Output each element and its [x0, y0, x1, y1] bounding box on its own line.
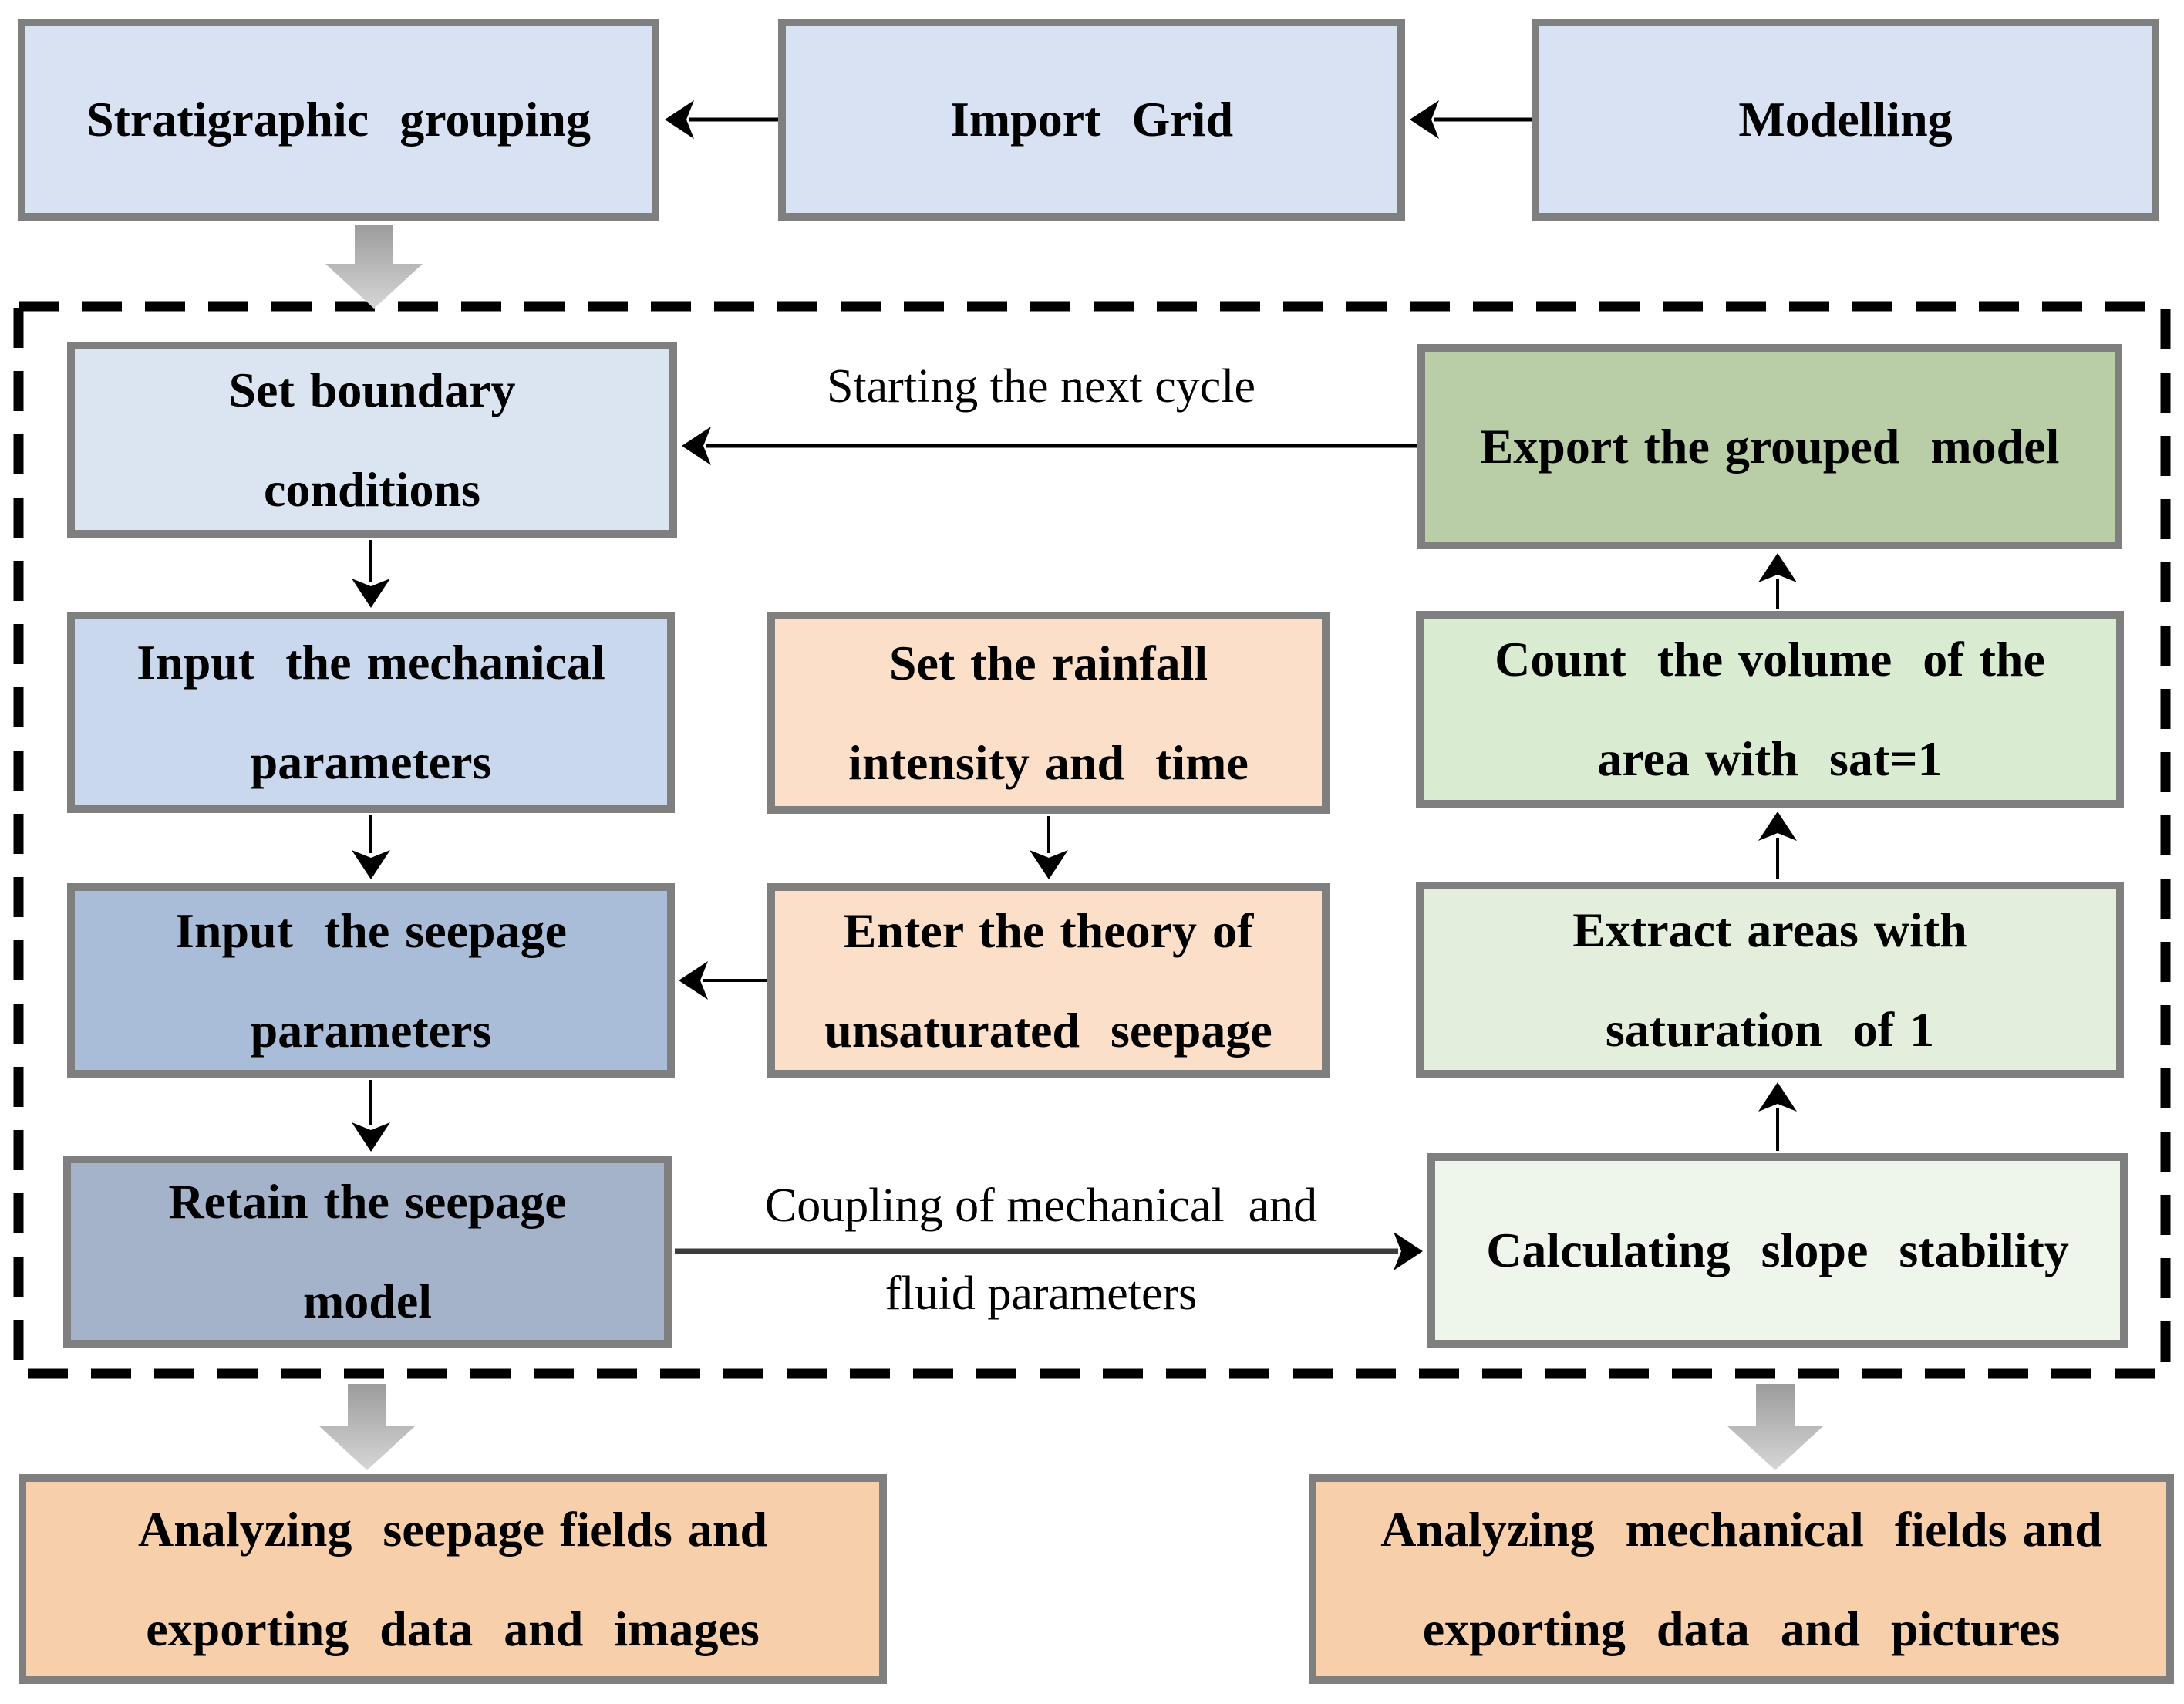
arrow-count-to-export — [1758, 553, 1797, 609]
node-set-rainfall-intensity: Set the rainfall intensity and time — [767, 612, 1330, 814]
node-label-line: Retain the seepage — [168, 1174, 567, 1230]
node-modelling: Modelling — [1532, 19, 2159, 221]
node-import-grid: Import Grid — [778, 19, 1405, 221]
node-calculating-slope-stability: Calculating slope stability — [1427, 1153, 2128, 1348]
block-arrow-loop-to-mechanical-analysis — [1727, 1384, 1824, 1470]
arrow-export-to-boundary-starting-cycle — [682, 427, 1417, 465]
node-analyzing-mechanical-fields: Analyzing mechanical fields and exportin… — [1309, 1474, 2174, 1684]
node-label-line: saturation of 1 — [1605, 1001, 1935, 1057]
node-input-mechanical-parameters: Input the mechanical parameters — [67, 612, 675, 813]
node-label-line: Enter the theory of — [843, 903, 1254, 958]
arrow-mechanical-to-seepage-params — [352, 815, 390, 879]
node-input-seepage-parameters: Input the seepage parameters — [67, 883, 675, 1078]
node-label-line: Count the volume of the — [1495, 632, 2045, 687]
dashed-loop-border — [13, 301, 2171, 1379]
node-label-line: Stratigraphic grouping — [86, 92, 591, 147]
node-label-line: Export the grouped model — [1480, 419, 2060, 474]
node-label-line: Set boundary — [228, 362, 516, 417]
arrow-import-grid-to-stratigraphic — [665, 100, 778, 139]
node-label-line: parameters — [250, 1002, 492, 1058]
arrow-retain-to-calc-coupling — [675, 1232, 1423, 1270]
node-label-line: Modelling — [1738, 92, 1953, 147]
node-count-volume-sat1: Count the volume of the area with sat=1 — [1416, 611, 2124, 808]
node-label-line: Input the seepage — [174, 903, 568, 958]
label-starting-next-cycle: Starting the next cycle — [826, 360, 1256, 413]
node-label-line: Analyzing mechanical fields and — [1380, 1501, 2102, 1557]
node-analyzing-seepage-fields: Analyzing seepage fields and exporting d… — [19, 1474, 887, 1684]
node-set-boundary-conditions: Set boundary conditions — [67, 342, 677, 538]
node-label-line: Analyzing seepage fields and — [137, 1501, 768, 1557]
node-label-line: intensity and time — [848, 734, 1249, 790]
node-label-line: conditions — [264, 461, 480, 517]
node-label-line: area with sat=1 — [1597, 731, 1943, 786]
arrow-rainfall-to-theory — [1030, 816, 1068, 879]
node-label-line: exporting data and pictures — [1422, 1601, 2061, 1656]
node-label-line: Set the rainfall — [888, 635, 1208, 690]
node-retain-seepage-model: Retain the seepage model — [63, 1156, 672, 1348]
arrow-seepage-params-to-retain — [352, 1080, 390, 1152]
label-coupling-line1: Coupling of mechanical and — [764, 1179, 1318, 1232]
node-label-line: unsaturated seepage — [824, 1002, 1272, 1058]
arrow-calc-to-extract — [1758, 1082, 1797, 1151]
arrow-boundary-to-mechanical — [352, 540, 390, 608]
arrow-extract-to-count — [1758, 812, 1797, 879]
node-label-line: Calculating slope stability — [1486, 1223, 2069, 1278]
block-arrow-stratigraphic-to-loop — [325, 225, 423, 309]
block-arrow-loop-to-seepage-analysis — [318, 1384, 416, 1470]
node-stratigraphic-grouping: Stratigraphic grouping — [18, 19, 659, 221]
node-label-line: model — [302, 1274, 433, 1328]
node-label-line: parameters — [250, 734, 492, 789]
arrow-theory-to-seepage-params — [679, 961, 767, 1000]
node-label-line: Import Grid — [949, 92, 1234, 147]
arrow-modelling-to-import-grid — [1410, 100, 1532, 139]
node-label-line: Input the mechanical — [136, 635, 605, 690]
node-enter-unsaturated-seepage-theory: Enter the theory of unsaturated seepage — [767, 883, 1330, 1078]
label-coupling-line2: fluid parameters — [885, 1267, 1198, 1320]
node-label-line: exporting data and images — [146, 1601, 760, 1656]
node-extract-saturation-areas: Extract areas with saturation of 1 — [1416, 882, 2124, 1078]
node-export-grouped-model: Export the grouped model — [1417, 344, 2122, 549]
node-label-line: Extract areas with — [1572, 902, 1967, 957]
